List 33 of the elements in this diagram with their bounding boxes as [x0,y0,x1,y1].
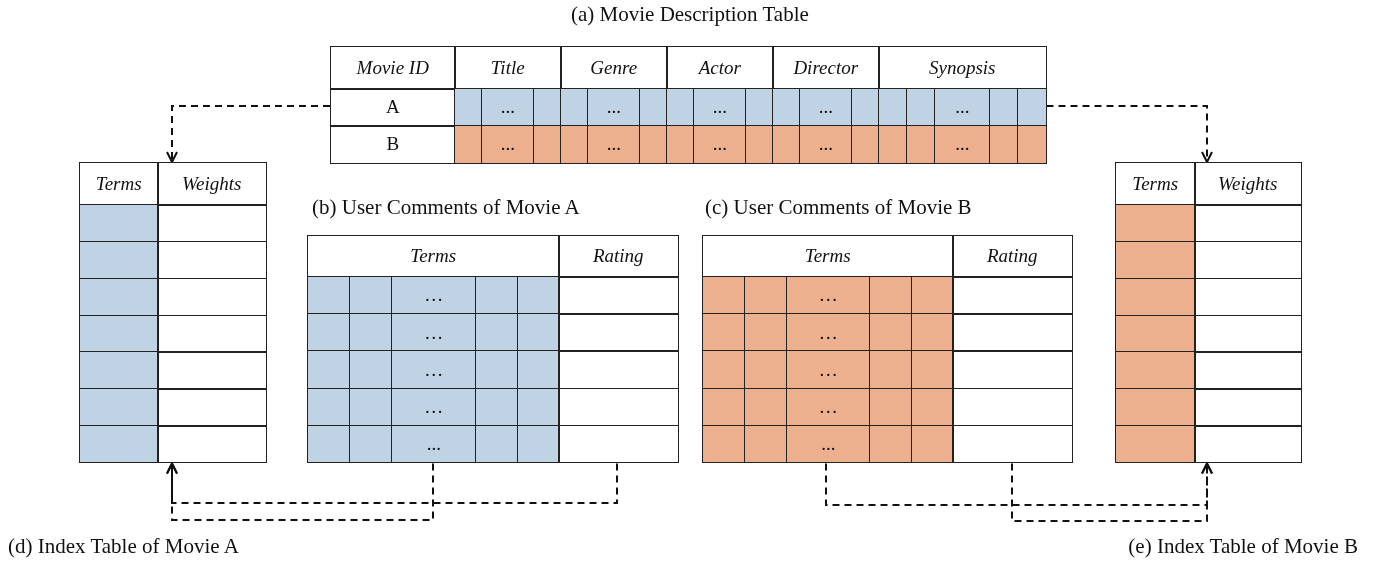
column-header: Movie ID [330,46,456,90]
data-cell: ... [934,88,991,127]
term-cell: … [391,276,477,315]
term-cell: … [391,313,477,352]
data-cell: ... [481,125,535,164]
column-header: Weights [157,162,267,206]
dashed-arrow [1011,462,1213,522]
term-cell: … [786,350,871,390]
table-caption: (e) Index Table of Movie B [1128,534,1358,559]
table-caption: (d) Index Table of Movie A [8,534,239,559]
term-cell: … [786,387,871,427]
column-header: Rating [952,235,1073,278]
data-cell: ... [934,125,991,164]
data-cell: ... [481,88,535,127]
term-cell: ... [786,424,871,464]
data-cell: ... [799,125,853,164]
term-cell: … [786,313,871,352]
data-cell: ... [799,88,853,127]
term-cell: … [391,350,477,390]
table-caption: (b) User Comments of Movie A [312,195,580,220]
table-caption: (a) Movie Description Table [571,2,809,27]
term-cell: … [786,276,871,315]
dashed-arrow [1045,105,1213,163]
dashed-arrow [166,462,618,504]
data-cell: ... [693,125,747,164]
column-header: Rating [558,235,679,278]
data-cell: ... [587,125,641,164]
term-cell: ... [391,424,477,464]
table-caption: (c) User Comments of Movie B [705,195,972,220]
data-cell: ... [587,88,641,127]
data-cell: ... [693,88,747,127]
dashed-arrow [166,105,331,163]
column-header: Weights [1194,162,1302,206]
